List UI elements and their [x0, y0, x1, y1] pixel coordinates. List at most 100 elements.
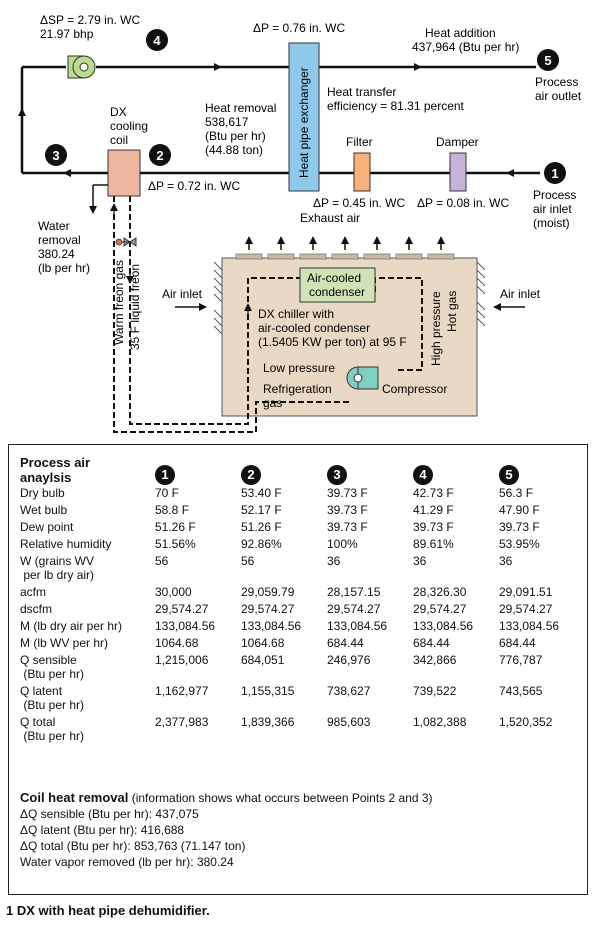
cell-point-3: 28,157.15	[327, 585, 381, 599]
wall-hatching	[213, 261, 486, 335]
cell-point-4: 342,866	[413, 653, 457, 667]
cell-point-2: 92.86%	[241, 537, 282, 551]
cell-point-2: 56	[241, 554, 255, 568]
expansion-valve	[115, 237, 137, 247]
cell-point-1: 1,215,006	[155, 653, 209, 667]
coil-line: ΔQ sensible (Btu per hr): 437,075	[20, 807, 199, 821]
dp-filter-label: ΔP = 0.45 in. WC	[313, 196, 406, 210]
row-label: W (grains WV per lb dry air)	[20, 553, 155, 584]
cell-point-2: 29,059.79	[241, 585, 295, 599]
row-label-line: M (lb dry air per hr)	[20, 619, 123, 633]
row-label: Q latent (Btu per hr)	[20, 683, 155, 714]
heat-pipe-exchanger	[288, 42, 320, 192]
schematic-diagram: Exhaust air Heat pipe exchanger Filter D…	[18, 13, 582, 433]
cell-point-5: 1,520,352	[499, 715, 553, 729]
point-3-header: 3	[327, 455, 413, 485]
outlet-label-1: Process	[535, 75, 578, 89]
svg-text:3: 3	[52, 148, 59, 163]
dp-hpx-label: ΔP = 0.76 in. WC	[253, 21, 346, 35]
cell-point-2: 52.17 F	[241, 503, 282, 517]
point-1-marker: 1	[544, 162, 566, 184]
exhaust-louvers	[235, 253, 455, 260]
cell-point-5: 36	[499, 554, 513, 568]
cell-point-1: 70 F	[155, 486, 180, 500]
cell-point-5: 47.90 F	[499, 503, 540, 517]
point-2-header: 2	[241, 455, 327, 485]
water-removal-label-3: 380.24	[38, 247, 75, 261]
cell-point-4: 1,082,388	[413, 715, 467, 729]
filter-box	[353, 152, 371, 192]
dx-cooling-label-1: DX	[110, 105, 127, 119]
inlet-label-2: air inlet	[533, 202, 572, 216]
row-label-line: Q total	[20, 715, 56, 729]
cell-point-4: 89.61%	[413, 537, 454, 551]
warm-freon-gas-label: Warm freon gas	[112, 260, 126, 345]
cell-point-2: 29,574.27	[241, 602, 295, 616]
cell-point-3: 133,084.56	[327, 619, 388, 633]
cell-point-4: 29,574.27	[413, 602, 467, 616]
cell-point-1: 30,000	[155, 585, 192, 599]
inlet-label-1: Process	[533, 188, 576, 202]
cell-point-4: 41.29 F	[413, 503, 454, 517]
table-row: Wet bulb 58.8 F 52.17 F 39.73 F 41.29 F 47.90…	[20, 502, 569, 519]
row-label: Dry bulb	[20, 485, 155, 502]
cell-point-1: 2,377,983	[155, 715, 209, 729]
outlet-label-2: air outlet	[535, 89, 582, 103]
point-2-marker: 2	[149, 144, 171, 166]
cell-point-1: 29,574.27	[155, 602, 209, 616]
row-label-line: per lb dry air)	[20, 568, 95, 582]
cell-point-5: 56.3 F	[499, 486, 534, 500]
cell-point-5: 743,565	[499, 684, 543, 698]
row-label-line: Wet bulb	[20, 503, 68, 517]
cell-point-1: 51.26 F	[155, 520, 196, 534]
row-label: acfm	[20, 584, 155, 601]
cell-point-3: 985,603	[327, 715, 371, 729]
point-4-marker: 4	[146, 29, 168, 51]
hot-gas-label: Hot gas	[445, 291, 459, 332]
row-label: M (lb WV per hr)	[20, 635, 155, 652]
air-inlet-left-label: Air inlet	[162, 287, 203, 301]
table-row: M (lb dry air per hr) 133,084.56 133,084.5…	[20, 618, 569, 635]
cell-point-3: 100%	[327, 537, 358, 551]
svg-text:2: 2	[156, 148, 163, 163]
cell-point-1: 58.8 F	[155, 503, 190, 517]
cell-point-2: 133,084.56	[241, 619, 302, 633]
row-label-line: Q sensible	[20, 653, 77, 667]
row-label-line: (Btu per hr)	[20, 667, 85, 681]
cell-point-1: 51.56%	[155, 537, 196, 551]
cell-point-5: 53.95%	[499, 537, 540, 551]
section-divider	[8, 444, 588, 445]
svg-text:1: 1	[551, 166, 558, 181]
cell-point-3: 39.73 F	[327, 520, 368, 534]
coil-heading: Coil heat removal (information shows wha…	[20, 790, 433, 805]
coil-line: Water vapor removed (lb per hr): 380.24	[20, 855, 234, 869]
row-label-line: Dry bulb	[20, 486, 65, 500]
exhaust-arrows	[245, 236, 445, 250]
heat-pipe-exchanger-label: Heat pipe exchanger	[297, 67, 311, 178]
heat-removal-label-1: Heat removal	[205, 101, 276, 115]
delta-sp-label: ΔSP = 2.79 in. WC	[40, 13, 141, 27]
cell-point-5: 776,787	[499, 653, 543, 667]
cell-point-5: 684.44	[499, 636, 536, 650]
cell-point-1: 56	[155, 554, 169, 568]
refrigeration-label-1: Refrigeration	[263, 382, 332, 396]
cell-point-1: 1,162,977	[155, 684, 209, 698]
cell-point-3: 39.73 F	[327, 503, 368, 517]
heat-removal-label-4: (44.88 ton)	[205, 143, 263, 157]
chiller-label-3: (1.5405 KW per ton) at 95 F	[258, 335, 407, 349]
cell-point-1: 133,084.56	[155, 619, 216, 633]
cell-point-4: 39.73 F	[413, 520, 454, 534]
row-label-line: dscfm	[20, 602, 53, 616]
coil-line: ΔQ total (Btu per hr): 853,763 (71.147 t…	[20, 839, 246, 853]
cell-point-4: 28,326.30	[413, 585, 467, 599]
water-removal-label-2: removal	[38, 233, 81, 247]
condenser-label-2: condenser	[309, 285, 365, 299]
cell-point-4: 684.44	[413, 636, 450, 650]
analysis-frame	[8, 445, 588, 895]
dp-coil-label: ΔP = 0.72 in. WC	[148, 179, 241, 193]
coil-heat-removal: Coil heat removal (information shows wha…	[20, 790, 433, 870]
cell-point-3: 738,627	[327, 684, 371, 698]
